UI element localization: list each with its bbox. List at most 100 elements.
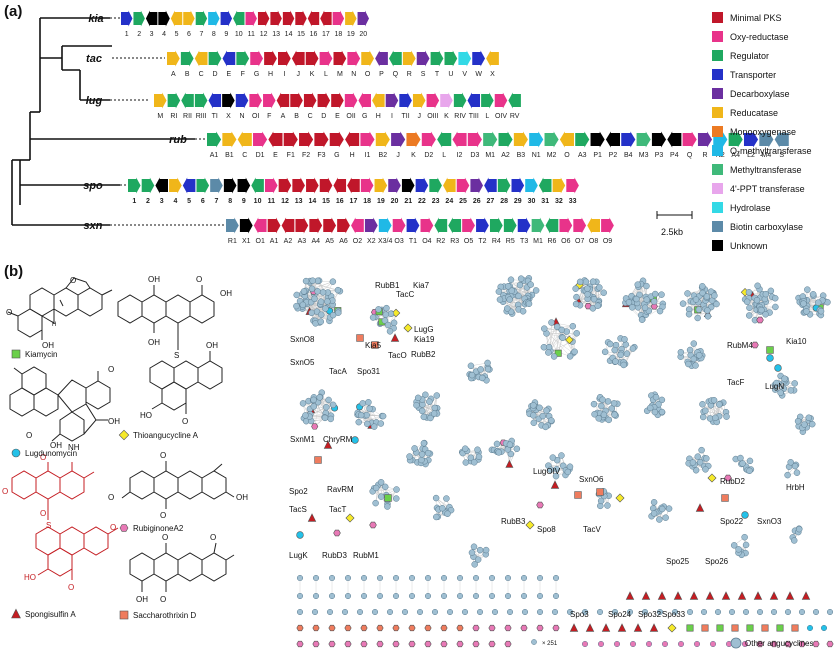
network-node (468, 549, 476, 556)
network-node (317, 318, 325, 325)
gene-arrow (223, 177, 237, 194)
network-node (470, 543, 478, 550)
network-node-label: Spo3 (570, 610, 589, 619)
network-node (472, 592, 480, 600)
gene-arrow (358, 92, 371, 109)
network-node (566, 353, 574, 360)
legend-swatch (712, 164, 723, 175)
gene-label: 10 (254, 198, 262, 205)
network-node (504, 305, 511, 312)
gene-arrow (237, 177, 251, 194)
network-node (597, 640, 605, 648)
gene-arrow (434, 217, 448, 234)
gene-arrow (517, 217, 531, 234)
network-node (506, 441, 514, 448)
network-node (690, 355, 697, 363)
network-node (746, 467, 753, 475)
compound-name: Thioangucycline A (133, 431, 199, 440)
gene-label: V (462, 71, 467, 78)
network-node (382, 311, 390, 318)
network-node-special (536, 624, 544, 632)
network-node (515, 292, 522, 300)
gene-arrow (264, 177, 278, 194)
network-node-label: SxnM1 (290, 435, 315, 444)
network-node (334, 286, 342, 294)
other-angucyclines-label: Other angucyclines (745, 639, 813, 648)
svg-text:O: O (108, 493, 114, 502)
network-node (753, 296, 761, 304)
network-node (355, 418, 362, 426)
legend-label: Reducatase (730, 108, 778, 118)
network-node-label: RubM1 (353, 551, 379, 560)
compound-name: RubiginoneA2 (133, 524, 184, 533)
compound-name: Kiamycin (25, 350, 57, 359)
network-node (591, 411, 598, 418)
network-node-special (705, 591, 715, 600)
gene-label: A1 (270, 238, 279, 245)
network-node (576, 278, 584, 286)
network-node (606, 340, 614, 348)
legend-swatch (712, 69, 723, 80)
network-node (545, 349, 552, 356)
network-node-special (689, 591, 699, 600)
network-node (742, 541, 750, 549)
network-node (552, 592, 560, 600)
network-node-special (312, 624, 320, 632)
network-node-label: LugN (765, 382, 784, 391)
network-node (686, 346, 694, 354)
gene-label: K (310, 71, 315, 78)
network-node (376, 592, 384, 600)
gene-arrow (299, 131, 314, 148)
network-node (328, 592, 336, 600)
gene-label: O (365, 71, 371, 78)
network-node (418, 456, 425, 464)
gene-arrow (270, 10, 282, 27)
gene-arrow (440, 92, 453, 109)
network-node-special (520, 624, 528, 632)
network-node (612, 358, 619, 365)
gene-label: M4 (762, 152, 772, 159)
gene-label: X1 (242, 238, 251, 245)
gene-arrow (347, 177, 360, 194)
gene-arrow (222, 92, 235, 109)
gene-label: 6 (187, 31, 191, 38)
network-node-label: RubB2 (411, 350, 436, 359)
gene-arrow (484, 177, 497, 194)
gene-label: T1 (409, 238, 417, 245)
network-node (329, 278, 337, 285)
network-node (620, 361, 627, 369)
network-node-special (707, 473, 717, 483)
network-node-label: SxnO6 (579, 475, 604, 484)
gene-arrow (401, 177, 415, 194)
gene-arrow (388, 177, 401, 194)
network-node-special (440, 640, 448, 648)
phylogenetic-tree (11, 17, 195, 226)
network-node (536, 404, 543, 412)
gene-label: L2 (747, 152, 755, 159)
svg-text:OH: OH (42, 341, 54, 350)
network-node (310, 403, 318, 410)
gene-arrow (494, 92, 508, 109)
network-node-label: RubM4 (727, 341, 753, 350)
gene-arrow (155, 177, 168, 194)
network-node (690, 340, 698, 347)
legend-swatch (712, 88, 723, 99)
network-node (474, 556, 482, 563)
network-node (461, 608, 469, 616)
singleton-count-label: × 251 (542, 641, 558, 647)
svg-text:O: O (110, 523, 116, 532)
gene-arrow (467, 92, 481, 109)
gene-arrow (529, 131, 544, 148)
network-node (308, 285, 316, 293)
gene-label: J (396, 152, 400, 159)
network-node-special (351, 436, 359, 444)
gene-arrow (559, 131, 574, 148)
network-node (745, 289, 753, 296)
network-node (411, 445, 418, 452)
gene-label: 20 (359, 31, 367, 38)
gene-arrow (458, 50, 472, 67)
gene-arrow (378, 217, 392, 234)
gene-arrow (682, 131, 697, 148)
chemical-structures (7, 277, 235, 592)
network-node (613, 640, 621, 648)
